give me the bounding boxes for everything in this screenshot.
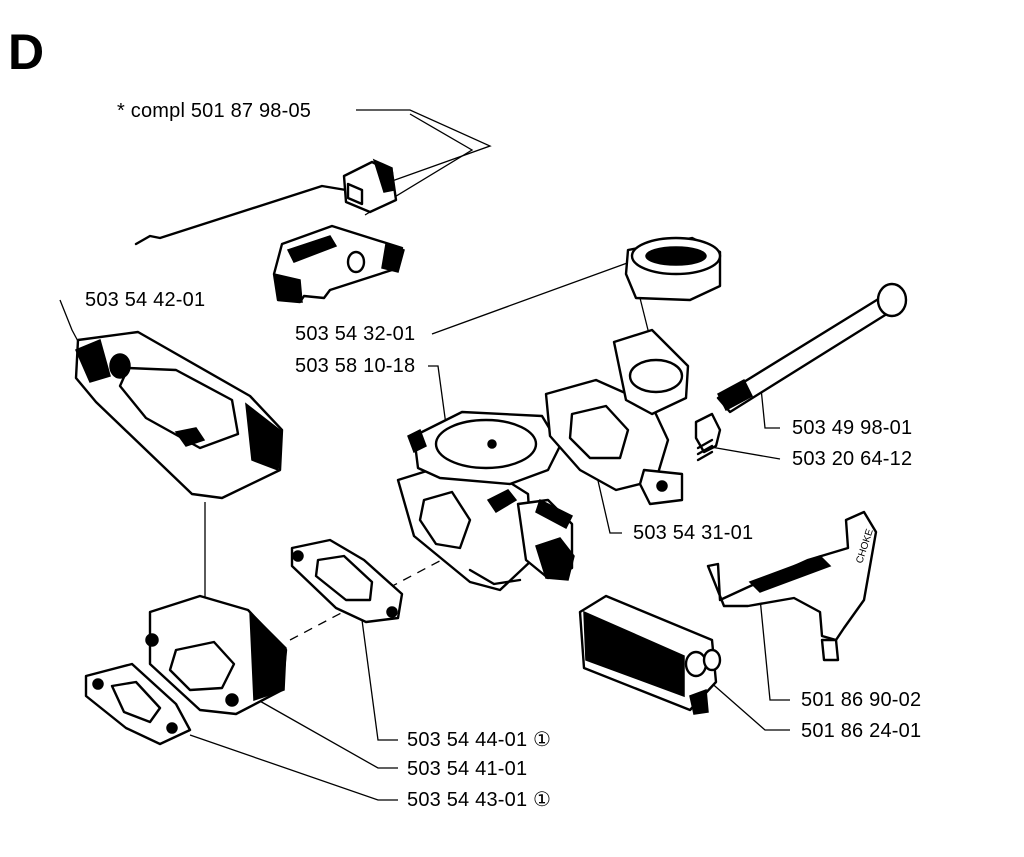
label-503-54-43-01: 503 54 43-01 ①: [407, 789, 552, 811]
label-503-20-64-12: 503 20 64-12: [792, 448, 913, 470]
filter-block-part: [578, 594, 722, 715]
label-501-86-24-01: 501 86 24-01: [801, 720, 922, 742]
leader-lines: [59, 109, 790, 801]
label-503-58-10-18: 503 58 10-18: [295, 355, 416, 377]
gasket-inner-part: [290, 538, 404, 624]
label-compl: * compl 501 87 98-05: [117, 100, 312, 122]
label-503-54-42-01: 503 54 42-01: [85, 289, 206, 311]
choke-bracket-part: [272, 224, 405, 304]
label-503-54-32-01: 503 54 32-01: [295, 323, 416, 345]
air-filter-holder-part: [74, 330, 284, 500]
label-501-86-90-02: 501 86 90-02: [801, 689, 922, 711]
choke-lever-part: CHOKE: [706, 510, 878, 662]
section-letter: D: [8, 24, 45, 80]
choke-rod-part: [134, 158, 398, 246]
intake-elbow-part: [544, 328, 690, 506]
label-503-54-41-01: 503 54 41-01: [407, 758, 528, 780]
screw-part: [694, 412, 722, 462]
label-503-49-98-01: 503 49 98-01: [792, 417, 913, 439]
label-503-54-44-01: 503 54 44-01 ①: [407, 729, 552, 751]
label-503-54-31-01: 503 54 31-01: [633, 522, 754, 544]
intake-boot-part: [624, 236, 722, 302]
carburetor-part: [396, 410, 575, 592]
intake-manifold-part: [145, 594, 288, 716]
long-bolt-part: [716, 282, 908, 414]
gasket-outer-part: [84, 662, 192, 746]
